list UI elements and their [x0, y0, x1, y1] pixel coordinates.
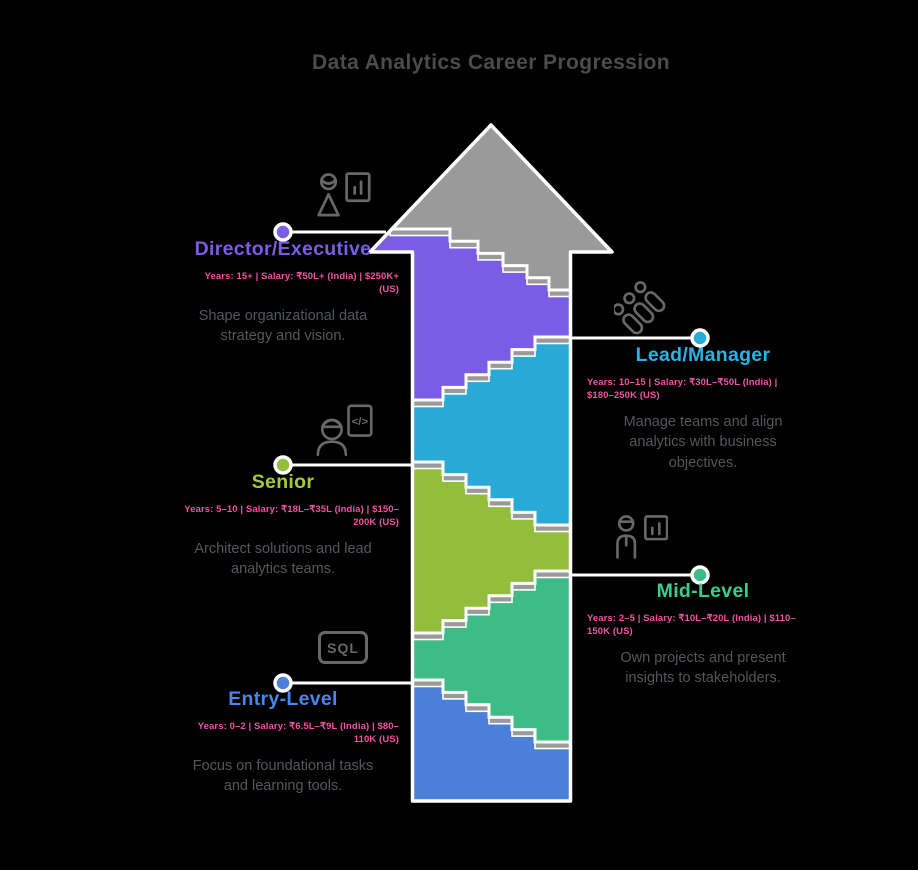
- arrow-segments: [370, 125, 612, 801]
- level-title-lead-manager: Lead/Manager: [635, 344, 771, 366]
- presentation-person-icon: [314, 170, 372, 226]
- level-title-mid-level: Mid-Level: [656, 580, 750, 602]
- level-desc-mid-level: Own projects and present insights to sta…: [620, 649, 786, 687]
- level-meta-lead-manager: Years: 10–15 | Salary: ₹30L–₹50L (India)…: [587, 377, 778, 402]
- level-desc-entry-level: Focus on foundational tasks and learning…: [192, 757, 374, 795]
- arrow-segment-entry-level: [370, 680, 612, 801]
- level-mid-level: Mid-Level Years: 2–5 | Salary: ₹10L–₹20L…: [587, 580, 819, 689]
- level-meta-mid-level: Years: 2–5 | Salary: ₹10L–₹20L (India) |…: [587, 613, 796, 638]
- team-diagonal-icon: [614, 281, 668, 339]
- sql-badge-icon: SQL: [318, 631, 368, 664]
- sql-badge-label: SQL: [327, 639, 359, 656]
- level-director: Director/Executive Years: 15+ | Salary: …: [167, 238, 399, 347]
- engineer-code-icon: </>: [316, 404, 374, 460]
- stair-edge: [370, 227, 612, 292]
- level-meta-entry-level: Years: 0–2 | Salary: ₹6.5L–₹9L (India) |…: [197, 721, 399, 746]
- level-dot-mid-level: [690, 565, 710, 585]
- level-dot-lead-manager: [690, 328, 710, 348]
- level-meta-director: Years: 15+ | Salary: ₹50L+ (India) | $25…: [204, 271, 399, 296]
- level-title-entry-level: Entry-Level: [228, 688, 338, 710]
- page-title: Data Analytics Career Progression: [312, 51, 670, 74]
- level-dot-senior: [273, 455, 293, 475]
- level-lead-manager: Lead/Manager Years: 10–15 | Salary: ₹30L…: [587, 344, 819, 473]
- level-senior: Senior Years: 5–10 | Salary: ₹18L–₹35L (…: [167, 471, 399, 580]
- level-dot-entry-level: [273, 673, 293, 693]
- code-glyph: </>: [352, 416, 369, 428]
- level-meta-senior: Years: 5–10 | Salary: ₹18L–₹35L (India) …: [184, 504, 399, 529]
- arrow-outline: [368, 123, 614, 803]
- level-desc-lead-manager: Manage teams and align analytics with bu…: [623, 413, 783, 471]
- stair-edge: [370, 569, 612, 635]
- level-title-director: Director/Executive: [194, 238, 372, 260]
- stair-edge: [370, 678, 612, 744]
- level-desc-senior: Architect solutions and lead analytics t…: [194, 540, 372, 578]
- level-dot-director: [273, 222, 293, 242]
- level-desc-director: Shape organizational data strategy and v…: [198, 307, 368, 345]
- level-title-senior: Senior: [251, 471, 315, 493]
- stair-edge: [370, 335, 612, 402]
- person-chart-icon: [614, 510, 668, 570]
- level-entry-level: Entry-Level Years: 0–2 | Salary: ₹6.5L–₹…: [167, 688, 399, 797]
- stair-edge: [370, 460, 612, 527]
